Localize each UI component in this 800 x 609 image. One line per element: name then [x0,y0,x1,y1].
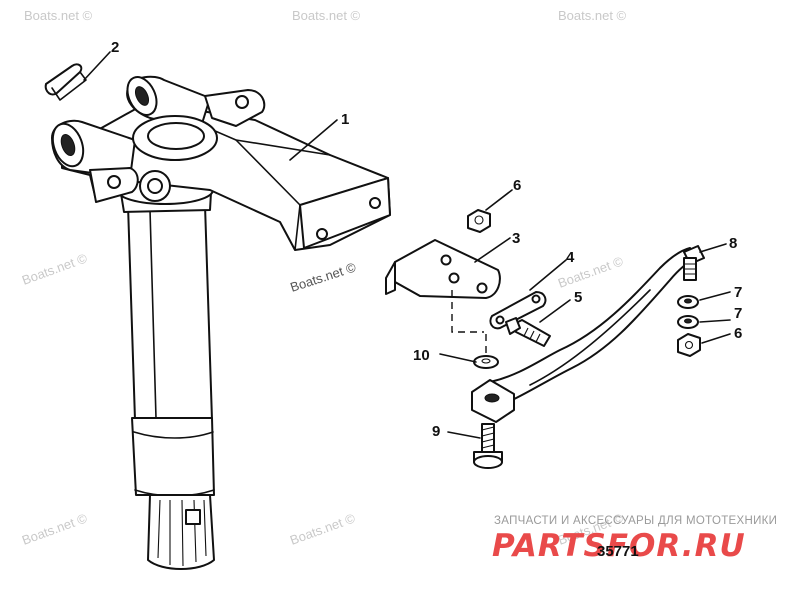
bracket-hole [440,254,452,266]
alignment-dash [451,290,484,333]
sleeve-edge [133,431,214,439]
lock-plate [489,291,547,330]
retaining-clip [44,63,87,101]
callout-9: 9 [432,423,440,440]
watermark: Boats.net © [292,8,361,23]
ear-hole [107,175,121,189]
figure-number: 35771 [597,543,639,560]
callout-7-lower: 7 [734,305,742,322]
brand-subtitle: ЗАПЧАСТИ И АКСЕССУАРЫ ДЛЯ МОТОТЕХНИКИ [494,515,777,527]
steering-arm-assembly [51,75,391,570]
mounting-ear-right [204,89,266,127]
callout-1: 1 [341,111,349,128]
bracket-plate [385,239,501,299]
flange-bolt [473,423,503,469]
callout-7-upper: 7 [734,284,742,301]
washer [473,355,499,369]
washer-right-1 [677,295,699,309]
watermark: Boats.net © [558,8,627,23]
bolt [505,317,551,347]
callout-3: 3 [512,230,520,247]
watermark: Boats.net © [24,8,93,23]
arm-end-hole [316,228,328,240]
arm-end-edge [294,204,301,251]
leader-lines [83,51,731,439]
washer-right-2 [677,315,699,329]
spline-lines [157,499,207,567]
arm-end-hole [369,197,381,209]
shaft-sleeve [131,417,215,496]
watermark: Boats.net © [288,510,358,548]
callout-10: 10 [413,347,430,364]
shaft-highlight [149,209,157,419]
callout-6-top: 6 [513,177,521,194]
brand-logo: PARTSFOR.RU [492,528,746,564]
hex-nut-right [677,333,701,357]
watermark: Boats.net © [20,250,90,288]
center-watermark: Boats.net © [288,259,358,294]
bracket-hole [476,282,488,294]
callout-4: 4 [566,249,575,266]
watermark: Boats.net © [20,510,90,548]
shaft-key [185,509,201,525]
hex-nut-top [467,209,491,233]
ear-hole [235,95,249,109]
left-tube-bore [60,133,76,157]
right-tube-bore [134,86,150,106]
callout-5: 5 [574,289,582,306]
center-bore [147,122,205,150]
callout-6-right: 6 [734,325,742,342]
front-boss-hole [147,178,163,194]
bracket-hole [448,272,460,284]
callout-2: 2 [111,39,119,56]
link-rod [471,245,705,423]
shaft-body [127,204,213,421]
callout-8: 8 [729,235,737,252]
